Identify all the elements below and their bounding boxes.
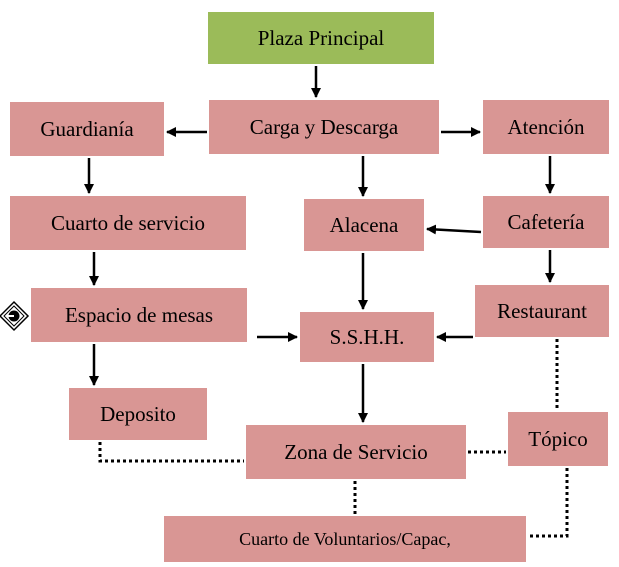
dotted-topico-to-voluntarios <box>528 468 569 538</box>
arrow-cafeteria-to-alacena <box>426 224 482 235</box>
guardiania-box: Guardianía <box>10 102 164 156</box>
alacena-box: Alacena <box>304 199 424 251</box>
cuarto-voluntarios-box: Cuarto de Voluntarios/Capac, <box>164 516 526 562</box>
cafeteria-label: Cafetería <box>507 209 585 234</box>
alacena-label: Alacena <box>329 212 399 237</box>
espacio-mesas-label: Espacio de mesas <box>64 302 214 327</box>
guardiania-label: Guardianía <box>40 116 134 141</box>
atencion-label: Atención <box>507 114 585 139</box>
topico-label: Tópico <box>528 426 588 451</box>
cuarto-servicio-box: Cuarto de servicio <box>10 196 246 250</box>
cafeteria-box: Cafetería <box>483 196 609 248</box>
road-sign-icon <box>0 300 30 332</box>
zona-servicio-box: Zona de Servicio <box>246 425 466 479</box>
cuarto-voluntarios-label: Cuarto de Voluntarios/Capac, <box>239 528 451 549</box>
carga-descarga-box: Carga y Descarga <box>209 100 439 154</box>
dotted-deposito-to-zona <box>98 442 244 463</box>
restaurant-label: Restaurant <box>497 298 587 323</box>
sshh-box: S.S.H.H. <box>300 312 434 362</box>
restaurant-box: Restaurant <box>475 285 609 337</box>
zona-servicio-label: Zona de Servicio <box>284 439 428 464</box>
atencion-box: Atención <box>483 100 609 154</box>
plaza-principal-box: Plaza Principal <box>208 12 434 64</box>
cuarto-servicio-label: Cuarto de servicio <box>51 210 205 235</box>
deposito-box: Deposito <box>69 388 207 440</box>
carga-descarga-label: Carga y Descarga <box>249 114 399 139</box>
sshh-label: S.S.H.H. <box>329 324 405 349</box>
topico-box: Tópico <box>508 412 608 466</box>
deposito-label: Deposito <box>100 401 176 426</box>
plaza-principal-label: Plaza Principal <box>257 25 385 50</box>
espacio-mesas-box: Espacio de mesas <box>31 288 247 342</box>
